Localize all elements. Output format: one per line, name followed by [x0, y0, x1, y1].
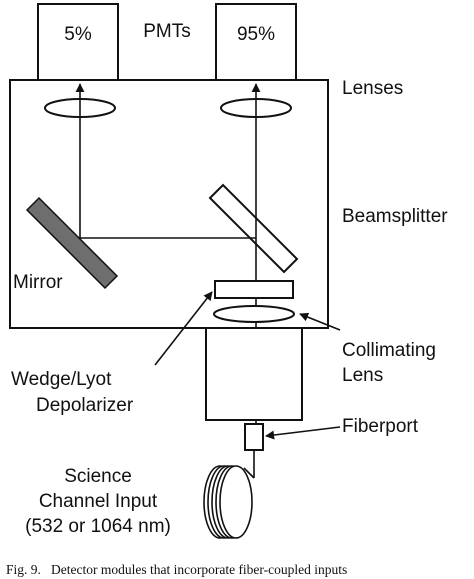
pmts-label: PMTs [143, 21, 191, 42]
mirror [25, 196, 119, 290]
pmt-right-box [215, 3, 297, 81]
science-label-line2: Channel Input [39, 491, 158, 512]
figure-caption: Fig. 9. Detector modules that incorporat… [6, 562, 347, 577]
module-box [9, 79, 329, 329]
mirror-label: Mirror [13, 272, 63, 293]
lenses-label: Lenses [342, 78, 403, 99]
lower-housing [205, 327, 303, 421]
wedge-lyot-depolarizer [214, 280, 294, 299]
fiber-cable-join [243, 467, 255, 479]
wedge-label-line2: Depolarizer [36, 395, 134, 416]
wedge-label-line1: Wedge/Lyot [11, 369, 112, 390]
collimating-label-line2: Lens [342, 365, 383, 386]
fiberport-label: Fiberport [342, 416, 419, 437]
beamsplitter-label: Beamsplitter [342, 206, 448, 227]
fiberport [244, 423, 264, 451]
collimating-callout-arrow [299, 312, 341, 331]
pmt-left-box [37, 3, 119, 81]
beamsplitter [208, 183, 299, 274]
science-label-line1: Science [64, 466, 132, 487]
fiberport-callout-arrow [265, 426, 341, 440]
fiber-coil [203, 465, 253, 539]
collimating-lens [213, 305, 295, 323]
collimating-label-line1: Collimating [342, 340, 436, 361]
science-label-line3: (532 or 1064 nm) [25, 516, 171, 537]
wedge-callout-arrow [154, 291, 213, 366]
pmt-left-label: 5% [64, 24, 92, 45]
pmt-right-label: 95% [237, 24, 275, 45]
